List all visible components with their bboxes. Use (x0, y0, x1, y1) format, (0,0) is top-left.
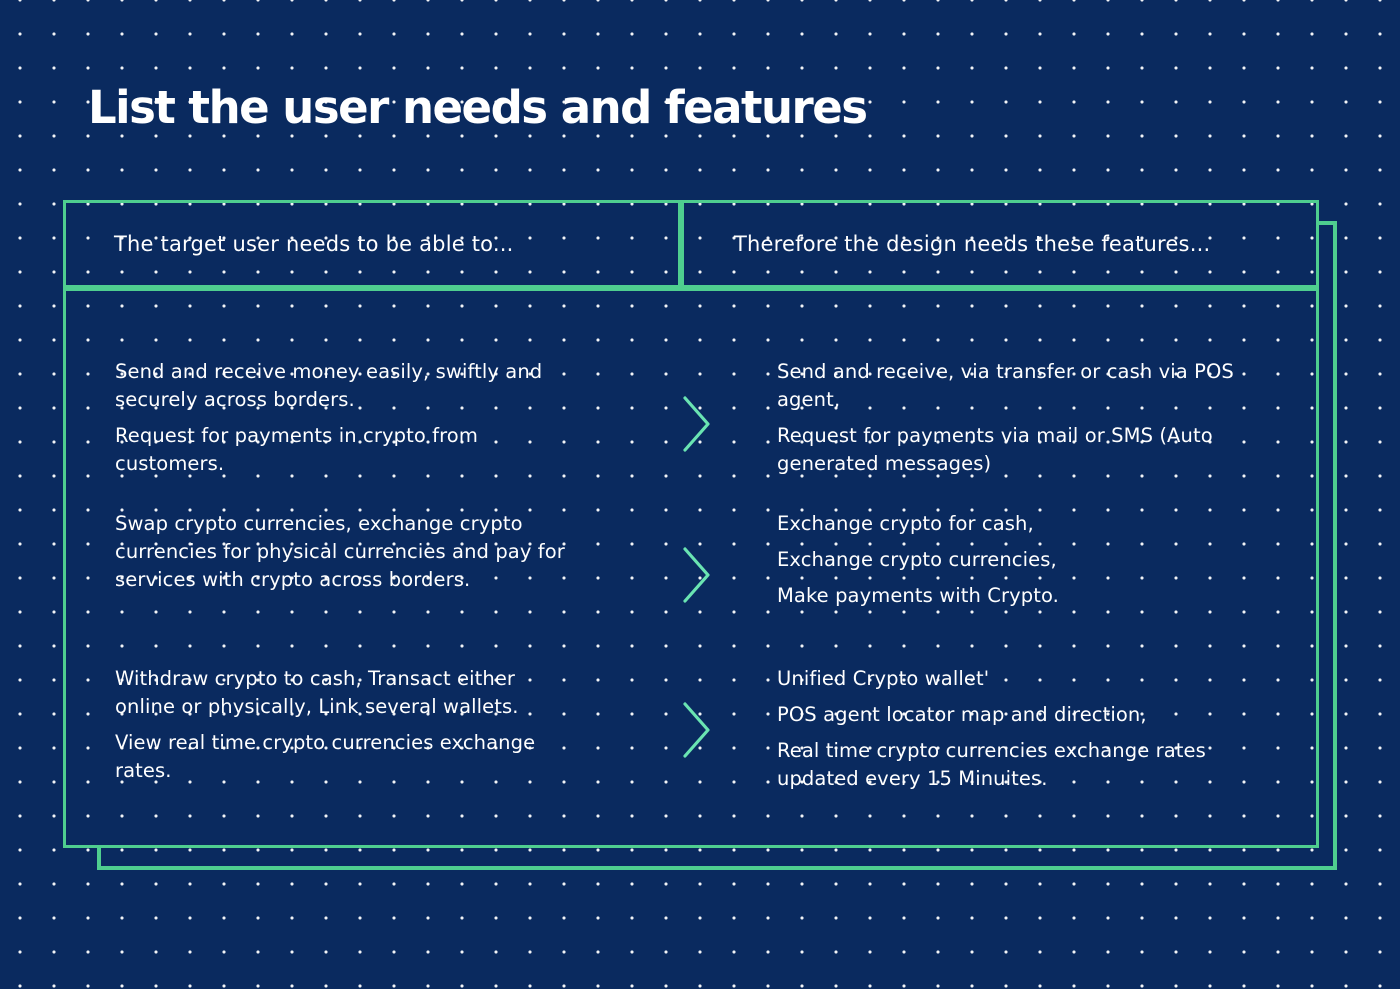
need-paragraph: Withdraw crypto to cash, Transact either… (115, 665, 640, 721)
features-header-cell: Therefore the design needs these feature… (681, 200, 1319, 288)
need-paragraph: View real time crypto currencies exchang… (115, 729, 640, 785)
features-cell-row-3: Unified Crypto wallet' POS agent locator… (777, 665, 1302, 793)
feature-text-line: POS agent locator map and direction, (777, 703, 1147, 726)
features-cell-row-2: Exchange crypto for cash, Exchange crypt… (777, 510, 1302, 610)
need-text-line: View real time crypto currencies exchang… (115, 731, 536, 754)
feature-paragraph: Exchange crypto for cash, (777, 510, 1302, 538)
need-text-line: customers. (115, 452, 225, 475)
feature-paragraph: Real time crypto currencies exchange rat… (777, 737, 1302, 793)
need-text-line: Request for payments in crypto from (115, 424, 478, 447)
feature-paragraph: Request for payments via mail or SMS (Au… (777, 422, 1302, 478)
feature-text-line: Request for payments via mail or SMS (Au… (777, 424, 1213, 447)
feature-text-line: Make payments with Crypto. (777, 584, 1059, 607)
feature-text-line: generated messages) (777, 452, 992, 475)
feature-text-line: Exchange crypto for cash, (777, 512, 1034, 535)
need-paragraph: Request for payments in crypto from cust… (115, 422, 640, 478)
needs-header-cell: The target user needs to be able to... (63, 200, 681, 288)
feature-paragraph: Send and receive, via transfer or cash v… (777, 358, 1302, 414)
feature-paragraph: Exchange crypto currencies, (777, 546, 1302, 574)
feature-text-line: Exchange crypto currencies, (777, 548, 1057, 571)
needs-header-label: The target user needs to be able to... (114, 232, 514, 256)
chevron-right-icon (683, 546, 711, 604)
need-text-line: Withdraw crypto to cash, Transact either (115, 667, 516, 690)
needs-cell-row-3: Withdraw crypto to cash, Transact either… (115, 665, 640, 785)
feature-paragraph: POS agent locator map and direction, (777, 701, 1302, 729)
needs-cell-row-1: Send and receive money easily, swiftly a… (115, 358, 640, 478)
feature-paragraph: Make payments with Crypto. (777, 582, 1302, 610)
features-header-label: Therefore the design needs these feature… (734, 232, 1211, 256)
feature-text-line: updated every 15 Minuites. (777, 767, 1048, 790)
need-text-line: currencies for physical currencies and p… (115, 540, 565, 563)
need-text-line: Swap crypto currencies, exchange crypto (115, 512, 523, 535)
offset-frame-top-segment (1319, 221, 1337, 225)
chevron-right-icon (683, 701, 711, 759)
page-title: List the user needs and features (88, 81, 868, 134)
features-cell-row-1: Send and receive, via transfer or cash v… (777, 358, 1302, 478)
need-paragraph: Swap crypto currencies, exchange crypto … (115, 510, 640, 594)
offset-frame-right-segment (1333, 221, 1337, 870)
offset-frame-bottom-segment (97, 866, 1337, 870)
table-body-frame (63, 288, 1319, 848)
need-text-line: services with crypto across borders. (115, 568, 471, 591)
chevron-right-icon (683, 395, 711, 453)
feature-text-line: agent, (777, 388, 841, 411)
feature-text-line: Unified Crypto wallet' (777, 667, 990, 690)
offset-frame-left-segment (97, 846, 101, 866)
need-text-line: Send and receive money easily, swiftly a… (115, 360, 543, 383)
feature-text-line: Send and receive, via transfer or cash v… (777, 360, 1234, 383)
feature-text-line: Real time crypto currencies exchange rat… (777, 739, 1206, 762)
need-text-line: online or physically, Link several walle… (115, 695, 519, 718)
feature-paragraph: Unified Crypto wallet' (777, 665, 1302, 693)
need-paragraph: Send and receive money easily, swiftly a… (115, 358, 640, 414)
need-text-line: securely across borders. (115, 388, 355, 411)
needs-cell-row-2: Swap crypto currencies, exchange crypto … (115, 510, 640, 594)
need-text-line: rates. (115, 759, 172, 782)
